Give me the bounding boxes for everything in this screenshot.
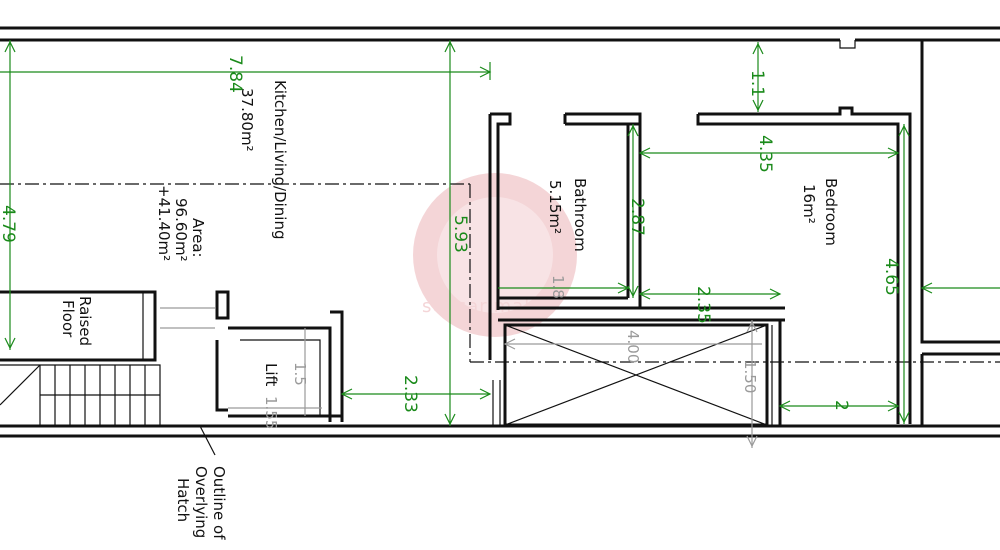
staircase [0, 364, 160, 426]
dim-4-79: 4.79 [0, 205, 18, 243]
dim-7-84: 7.84 [225, 55, 245, 93]
bedroom-label: Bedroom 16m² [800, 178, 840, 246]
watermark: sensarimalta [413, 173, 577, 337]
void-hatch [492, 323, 781, 427]
hatch-outline [160, 290, 230, 456]
bedroom-area: 16m² [800, 184, 818, 224]
watermark-text: sensarimalta [422, 296, 550, 317]
hatch-outline-line2: Overlying [192, 466, 210, 538]
lift-shaft [228, 310, 344, 422]
dim-2: 2 [831, 400, 851, 411]
dim-2-35: 2.35 [693, 286, 713, 324]
dimension-lines [0, 40, 1000, 426]
dim-4-65: 4.65 [881, 258, 901, 296]
kitchen-name: Kitchen/Living/Dining [271, 80, 289, 240]
hatch-outline-line3: Hatch [174, 478, 192, 522]
bathroom-area: 5.15m² [546, 180, 564, 234]
bathroom-name: Bathroom [571, 178, 589, 252]
hatch-outline-label: Outline of Overlying Hatch [174, 466, 228, 540]
bedroom-walls [696, 40, 1000, 426]
lift-size: 1.55 [262, 396, 280, 429]
dim-4-35: 4.35 [755, 135, 775, 173]
dim-4-00: 4.00 [624, 330, 642, 363]
bathroom-label: Bathroom 5.15m² [546, 178, 589, 252]
lift-label: Lift 1.55 [262, 363, 280, 429]
dim-2-33: 2.33 [400, 375, 420, 413]
dim-1-1: 1.1 [747, 70, 767, 97]
dim-1-8: 1.8 [549, 275, 567, 299]
hatch-outline-line1: Outline of [210, 466, 228, 540]
watermark-logo-icon [413, 173, 577, 337]
kitchen-area: 37.80m² [238, 88, 256, 152]
raised-floor-label: Raised Floor [59, 296, 94, 346]
bedroom-name: Bedroom [822, 178, 840, 246]
raised-floor-line2: Floor [59, 300, 77, 338]
bathroom-walls [488, 112, 785, 360]
total-area-extra: +41.40m² [155, 185, 173, 261]
dim-1-5: 1.5 [291, 362, 309, 386]
dim-5-93: 5.93 [450, 215, 470, 253]
dim-2-87: 2.87 [627, 198, 647, 236]
kitchen-label: Kitchen/Living/Dining 37.80m² [238, 80, 289, 240]
total-area-value: 96.60m² [172, 198, 190, 262]
total-area-heading: Area: [189, 218, 207, 258]
raised-floor [0, 290, 161, 426]
raised-floor-line1: Raised [76, 296, 94, 346]
total-area-label: Area: 96.60m² +41.40m² [155, 185, 207, 262]
lift-name: Lift [262, 363, 280, 387]
dim-1-50: 1.50 [741, 360, 759, 393]
outer-walls [0, 26, 1000, 438]
secondary-dimensions [503, 320, 762, 448]
